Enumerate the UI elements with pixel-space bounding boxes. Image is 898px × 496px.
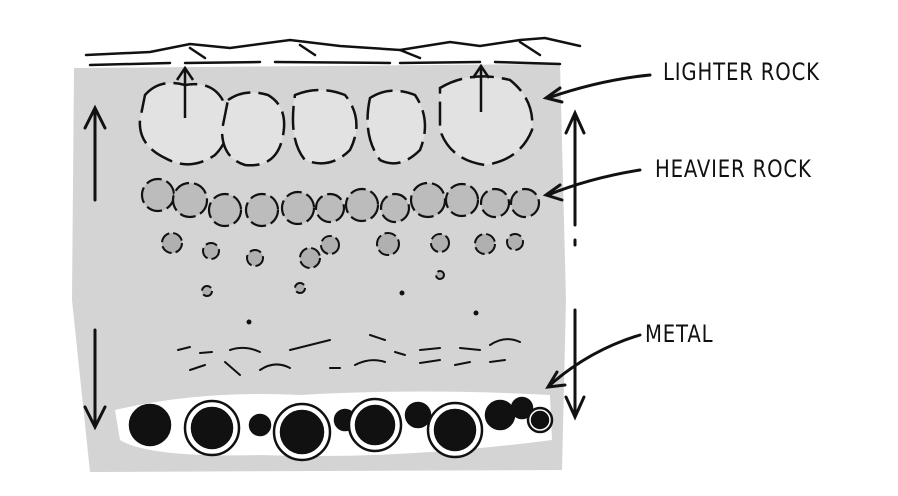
sinking-blobs	[161, 232, 524, 297]
side-arrows	[83, 104, 586, 431]
metal-blobs	[128, 396, 554, 462]
sediment-dashes	[177, 290, 521, 376]
lighter-rocks	[138, 75, 534, 167]
metal-white-halo	[115, 391, 552, 456]
rising-arrows	[175, 63, 491, 118]
surface-line	[84, 36, 582, 67]
label-heavier-rock: HEAVIER ROCK	[655, 155, 812, 183]
label-pointers	[542, 73, 652, 389]
label-lighter-rock: LIGHTER ROCK	[663, 58, 820, 86]
heavier-rocks	[140, 177, 541, 228]
ground-block	[72, 64, 566, 472]
label-metal: METAL	[645, 320, 714, 348]
